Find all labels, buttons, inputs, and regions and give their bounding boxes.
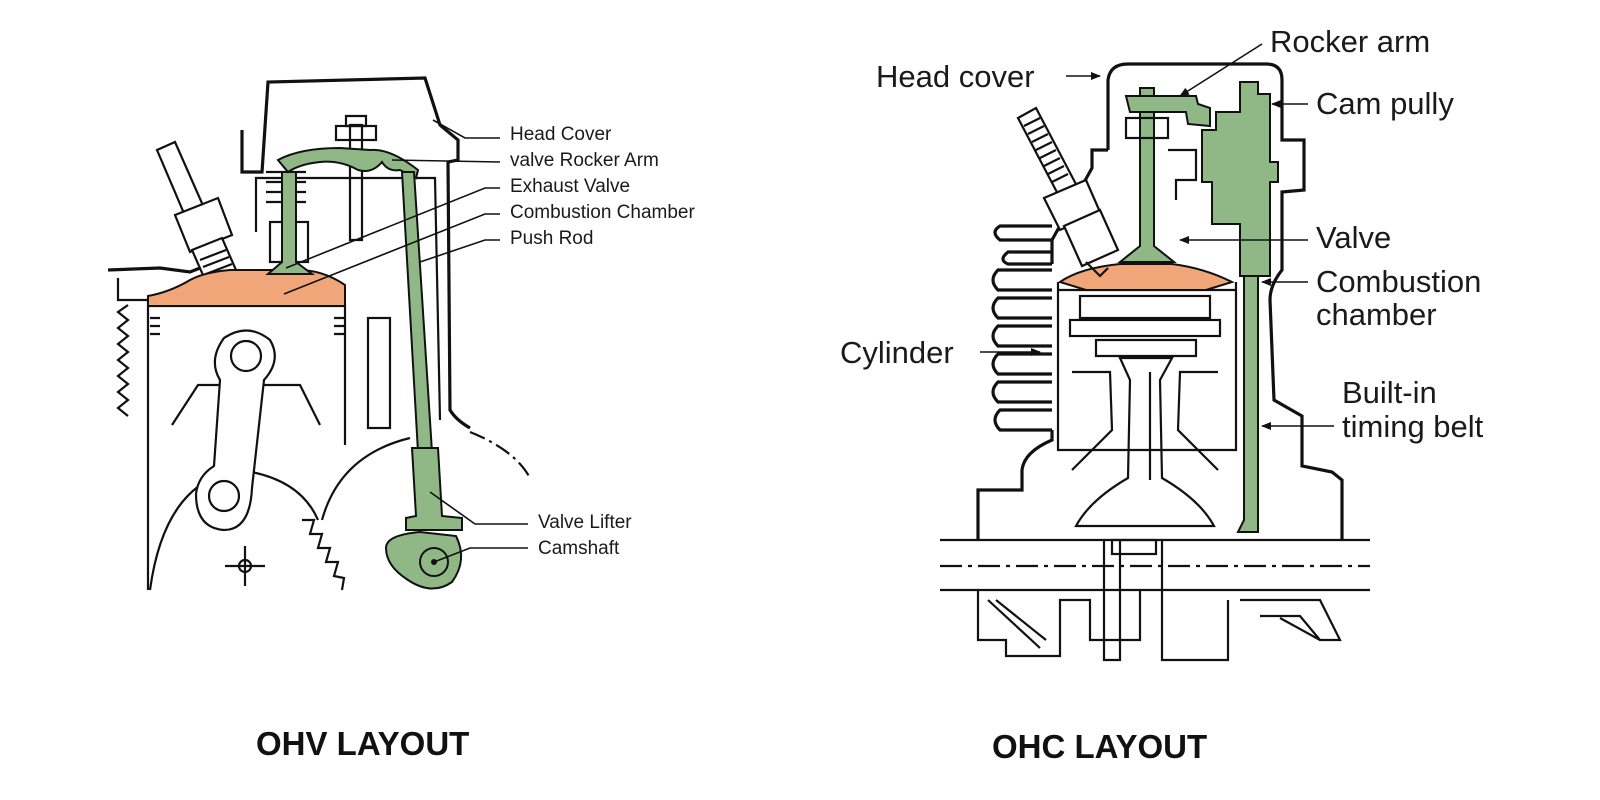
ohv-cylinder-fins bbox=[116, 304, 130, 417]
ohc-connecting-rod bbox=[1074, 356, 1216, 528]
ohv-label-push-rod: Push Rod bbox=[510, 228, 593, 249]
ohv-rocker-arm bbox=[276, 146, 420, 180]
ohc-title: OHC LAYOUT bbox=[992, 728, 1207, 765]
ohv-label-exhaust-valve: Exhaust Valve bbox=[510, 176, 630, 197]
ohc-timing-belt bbox=[1236, 275, 1259, 533]
ohv-exhaust-valve bbox=[265, 171, 315, 275]
ohv-label-camshaft: Camshaft bbox=[538, 538, 620, 559]
ohc-label-timing-line2: timing belt bbox=[1342, 409, 1484, 444]
ohv-label-combustion-chamber: Combustion Chamber bbox=[510, 202, 695, 223]
ohc-diagram: Rocker arm Head cover Cam pully Valve Co… bbox=[840, 24, 1484, 765]
ohc-label-cam-pully: Cam pully bbox=[1316, 86, 1454, 121]
ohc-label-valve: Valve bbox=[1316, 220, 1391, 255]
ohv-combustion-chamber bbox=[147, 268, 346, 307]
ohc-combustion-chamber bbox=[1057, 263, 1235, 291]
ohc-cylinder-fins bbox=[991, 224, 1052, 432]
ohv-label-head-cover: Head Cover bbox=[510, 124, 612, 145]
ohv-valve-lifter bbox=[405, 447, 463, 531]
ohc-label-combustion-line1: Combustion bbox=[1316, 264, 1481, 299]
ohc-label-rocker-arm: Rocker arm bbox=[1270, 24, 1430, 59]
ohv-spark-plug bbox=[155, 140, 238, 284]
ohv-connecting-rod bbox=[194, 329, 276, 532]
ohc-head-cover bbox=[1106, 62, 1344, 540]
ohc-label-combustion-line2: chamber bbox=[1316, 297, 1437, 332]
ohc-rocker-arm bbox=[1124, 95, 1211, 128]
ohv-label-valve-lifter: Valve Lifter bbox=[538, 512, 632, 533]
ohc-label-timing-line1: Built-in bbox=[1342, 375, 1437, 410]
ohc-label-head-cover: Head cover bbox=[876, 59, 1035, 94]
ohv-push-rod bbox=[400, 171, 434, 453]
ohc-cam-pulley bbox=[1201, 81, 1279, 277]
ohv-diagram: Head Cover valve Rocker Arm Exhaust Valv… bbox=[107, 76, 695, 762]
ohv-label-rocker-arm: valve Rocker Arm bbox=[510, 150, 659, 171]
ohv-title: OHV LAYOUT bbox=[256, 725, 469, 762]
ohc-spark-plug bbox=[1016, 106, 1120, 278]
ohc-valve bbox=[1117, 87, 1177, 263]
ohv-head-cover bbox=[240, 76, 471, 430]
ohc-label-cylinder: Cylinder bbox=[840, 335, 954, 370]
